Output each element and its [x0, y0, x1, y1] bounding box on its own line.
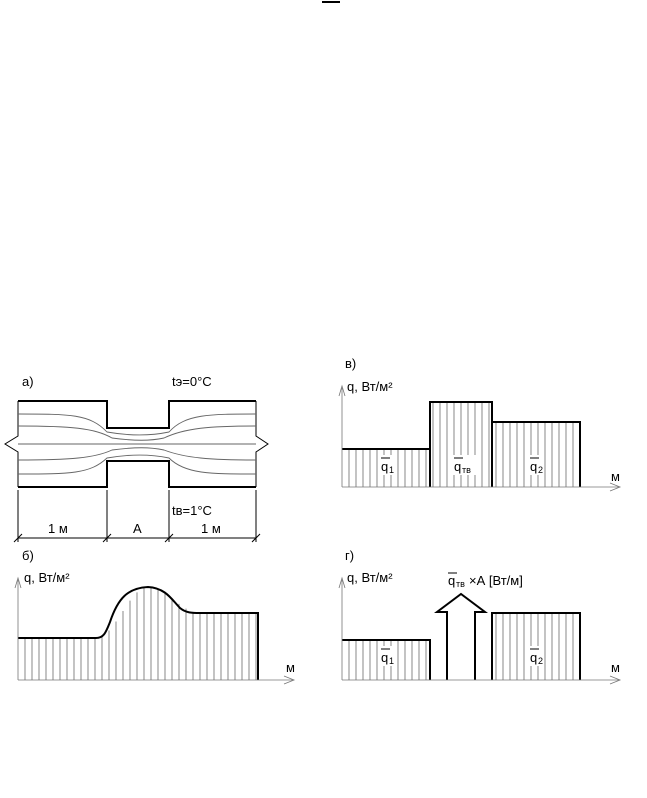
panel-v-y-axis-label: q, Вт/м²: [347, 379, 393, 394]
wall-top-contour: [18, 400, 256, 429]
dim-right-text: 1 м: [201, 521, 221, 536]
panel-v-q2-sub: 2: [538, 465, 543, 475]
panel-b-x-axis-label: м: [286, 660, 295, 675]
panel-g-y-arrow: [338, 576, 346, 589]
break-mark-left: [4, 401, 19, 487]
panel-v-q1: q: [381, 459, 388, 474]
panel-g-x-arrow: [609, 675, 622, 685]
break-mark-right: [255, 401, 269, 487]
panel-g-x-axis-label: м: [611, 660, 620, 675]
bridge-heat-arrow: [434, 592, 488, 680]
flow-line-2: [17, 425, 257, 441]
panel-v-q1-sub: 1: [389, 465, 394, 475]
panel-g-q2-sub: 2: [538, 656, 543, 666]
panel-g-arrow-sub: тв: [456, 579, 465, 589]
panel-b-label: б): [22, 548, 34, 563]
panel-g-arrow-rest: ×А [Вт/м]: [469, 573, 523, 588]
panel-v-averaged: в) q, Вт/м² м q 1 q тв q 2: [338, 356, 622, 492]
panel-v-x-axis-label: м: [611, 469, 620, 484]
panel-v-hatching: [348, 402, 574, 487]
dimension-line: [13, 490, 261, 543]
dim-mid-text: А: [133, 521, 142, 536]
dim-left-text: 1 м: [48, 521, 68, 536]
flow-line-1: [17, 413, 257, 436]
panel-v-q2: q: [530, 459, 537, 474]
panel-g-linear-bridge: г) q, Вт/м² м q тв ×А [Вт/м] q 1 q 2: [338, 548, 622, 685]
panel-g-arrow-q: q: [448, 573, 455, 588]
panel-v-y-arrow: [338, 384, 346, 397]
panel-b-curve: [18, 585, 259, 680]
panel-b-y-axis-label: q, Вт/м²: [24, 570, 70, 585]
panel-g-q2: q: [530, 650, 537, 665]
panel-g-y-axis-label: q, Вт/м²: [347, 570, 393, 585]
panel-v-x-arrow: [609, 482, 622, 492]
panel-a-outer-temperature: tэ=0°C: [172, 374, 212, 389]
panel-b-distribution: б) q, Вт/м² м: [14, 548, 296, 685]
wall-bottom-contour: [18, 460, 256, 488]
panel-v-qmid: q: [454, 459, 461, 474]
panel-g-left-block: [342, 639, 431, 680]
panel-g-q1: q: [381, 650, 388, 665]
panel-a-wall-section: а) tэ=0°C tв=1°C 1 м А 1 м: [4, 374, 269, 543]
panel-g-right-block: [491, 612, 581, 680]
flow-line-3: [17, 447, 257, 461]
panel-b-hatching: [24, 587, 257, 680]
panel-v-label: в): [345, 356, 356, 371]
flow-line-4: [17, 454, 257, 475]
panel-a-inner-temperature: tв=1°C: [172, 503, 212, 518]
panel-b-x-arrow: [283, 675, 296, 685]
panel-g-q1-sub: 1: [389, 656, 394, 666]
panel-b-y-arrow: [14, 576, 22, 589]
panel-v-qmid-sub: тв: [462, 465, 471, 475]
panel-a-label: а): [22, 374, 34, 389]
panel-g-label: г): [345, 548, 354, 563]
